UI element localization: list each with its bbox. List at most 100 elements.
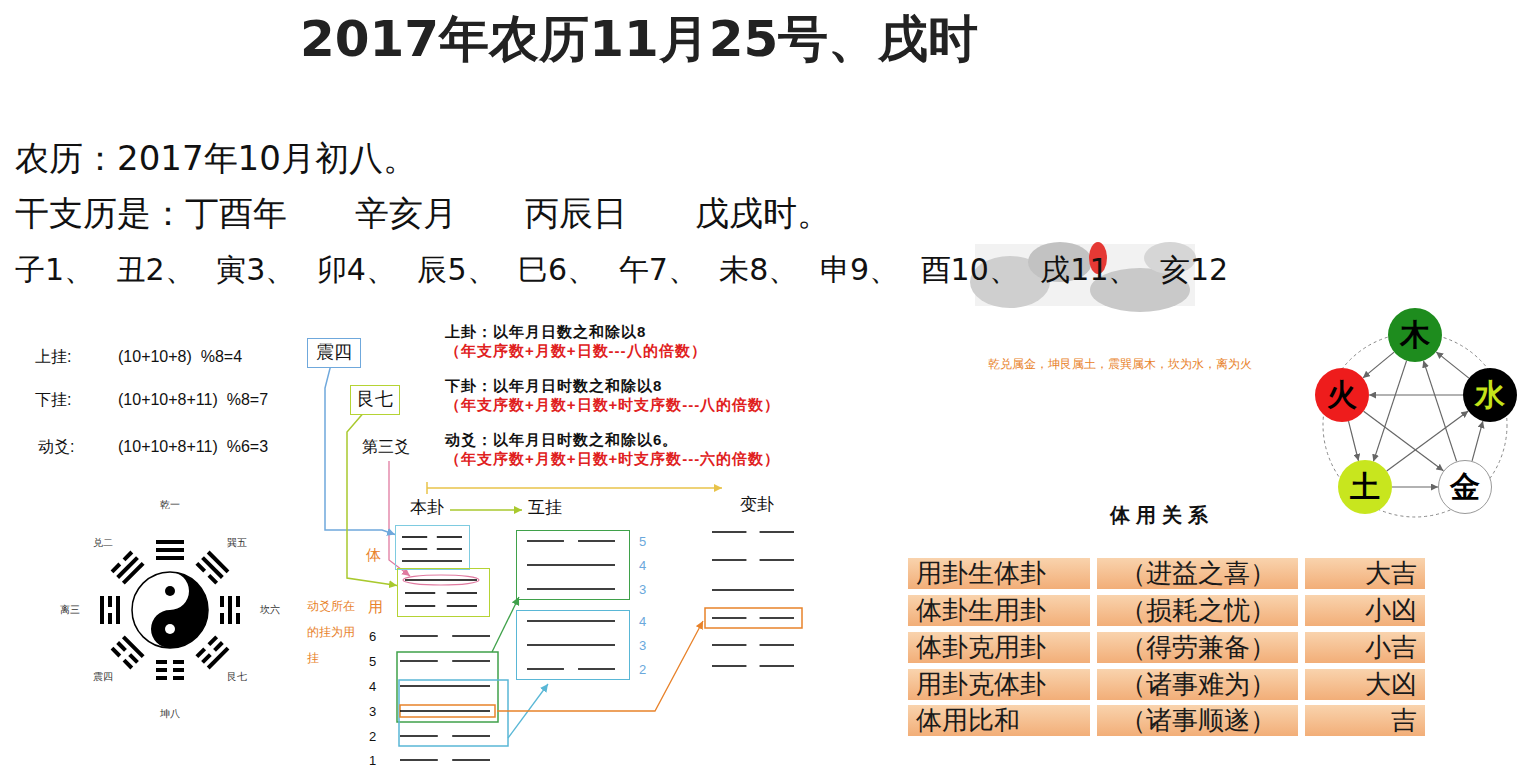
text-label: 动爻所在的挂为用挂 (307, 593, 359, 671)
text-label: 下挂: (35, 390, 71, 409)
yin-line (197, 649, 205, 657)
connector (1349, 421, 1359, 461)
trigram-box: 用 (397, 568, 490, 617)
yang-line (208, 552, 228, 572)
yang-line (118, 558, 138, 578)
text-label: 子1、 丑2、 寅3、 卯4、 辰5、 巳6、 午7、 未8、 申9、 酉10、… (15, 252, 1228, 288)
yin-line (173, 668, 184, 672)
yin-line (209, 637, 217, 645)
trigram-label: 巽五 (227, 537, 247, 549)
element-circle: 金 (1438, 460, 1492, 514)
yin-line (402, 548, 427, 550)
yin-line (760, 644, 794, 646)
yang-line (123, 637, 143, 657)
highlight-box (705, 608, 802, 628)
yin-line (108, 613, 112, 624)
yin-line (112, 648, 120, 656)
node-text: 金 (1450, 472, 1480, 502)
text-label: 本卦 (410, 498, 444, 518)
trigram-symbol (197, 637, 228, 668)
yin-line (203, 655, 211, 663)
node-text: 2 (639, 662, 646, 678)
yin-line (712, 665, 746, 667)
text-label: 动爻：以年月日时数之和除以6。 (445, 431, 678, 449)
trigram-label: 坤八 (160, 708, 180, 720)
node-text: 4 (639, 614, 646, 630)
trigram-symbol (197, 552, 228, 583)
trigram-symbol (156, 542, 184, 558)
yin-line (130, 655, 138, 663)
text-label: 上卦：以年月日数之和除以8 (445, 323, 646, 341)
yin-line (108, 596, 112, 607)
table-cell: 体卦克用卦 (908, 632, 1090, 663)
value-box: 震四 (307, 338, 361, 368)
yin-line (236, 613, 240, 624)
text-label: （年支序数+月数+日数---八的倍数） (445, 342, 707, 360)
element-circle: 土 (1338, 460, 1392, 514)
table-cell: （进益之喜） (1097, 558, 1298, 589)
text-label: （年支序数+月数+日数+时支序数---八的倍数） (445, 396, 780, 414)
trigram-label: 震四 (93, 671, 113, 683)
leader-arrow (389, 461, 410, 576)
yin-line (452, 735, 490, 737)
highlight-oval (403, 575, 479, 585)
connector (1373, 361, 1406, 462)
yin-line (156, 676, 167, 680)
text-label: 干支历是：丁酉年 辛亥月 丙辰日 戊戌时。 (15, 193, 831, 234)
table-cell: （诸事顺遂） (1097, 705, 1298, 736)
trigram-symbol (222, 596, 238, 624)
yin-yang-symbol (132, 572, 208, 648)
leader-arrow (492, 597, 519, 652)
text-label: 变卦 (740, 495, 774, 515)
yin-line (437, 536, 462, 538)
yin-line (760, 531, 794, 533)
element-circle: 火 (1315, 368, 1369, 422)
text-label: 3 (369, 704, 376, 720)
yin-line (405, 592, 435, 594)
connector (1363, 352, 1394, 378)
trigram-symbol (102, 596, 118, 624)
trigram-symbol (112, 637, 143, 668)
node-text: 3 (639, 582, 646, 598)
table-cell: 用卦生体卦 (908, 558, 1090, 589)
yang-line (402, 560, 462, 562)
text-label: 2 (369, 729, 376, 745)
connector (1369, 394, 1463, 395)
yin-line (437, 548, 462, 550)
yang-line (527, 644, 615, 646)
yin-line (400, 759, 438, 761)
table-cell: 用卦克体卦 (908, 669, 1090, 700)
yin-line (405, 605, 435, 607)
highlight-box (400, 705, 495, 717)
yin-line (447, 592, 477, 594)
yang-line (156, 556, 184, 560)
yin-line (156, 660, 167, 664)
yang-line (405, 579, 477, 581)
node-text: 4 (639, 558, 646, 574)
table-cell: 体用比和 (908, 705, 1090, 736)
text-label: 乾兑属金，坤艮属土，震巽属木，坎为水，离为火 (988, 357, 1252, 371)
yang-line (400, 710, 490, 712)
yin-line (712, 617, 746, 619)
yin-line (124, 552, 132, 560)
element-circle: 水 (1463, 368, 1517, 422)
node-text: 3 (639, 638, 646, 654)
yang-line (527, 588, 615, 590)
yin-line (220, 596, 224, 607)
text-label: 4 (369, 679, 376, 695)
connector (1472, 421, 1483, 461)
page-title: 2017年农历11月25号、戌时 (300, 6, 978, 73)
yin-line (578, 540, 615, 542)
node-text: 水 (1475, 380, 1505, 410)
table-cell: （得劳兼备） (1097, 632, 1298, 663)
yin-line (156, 668, 167, 672)
trigram-symbol (156, 662, 184, 678)
yang-line (527, 620, 615, 622)
yang-line (527, 564, 615, 566)
yang-line (400, 685, 490, 687)
trigram-label: 兑二 (93, 537, 113, 549)
table-cell: （诸事难为） (1097, 669, 1298, 700)
trigram-box: 体 (395, 525, 470, 570)
table-cell: 小凶 (1305, 595, 1425, 626)
